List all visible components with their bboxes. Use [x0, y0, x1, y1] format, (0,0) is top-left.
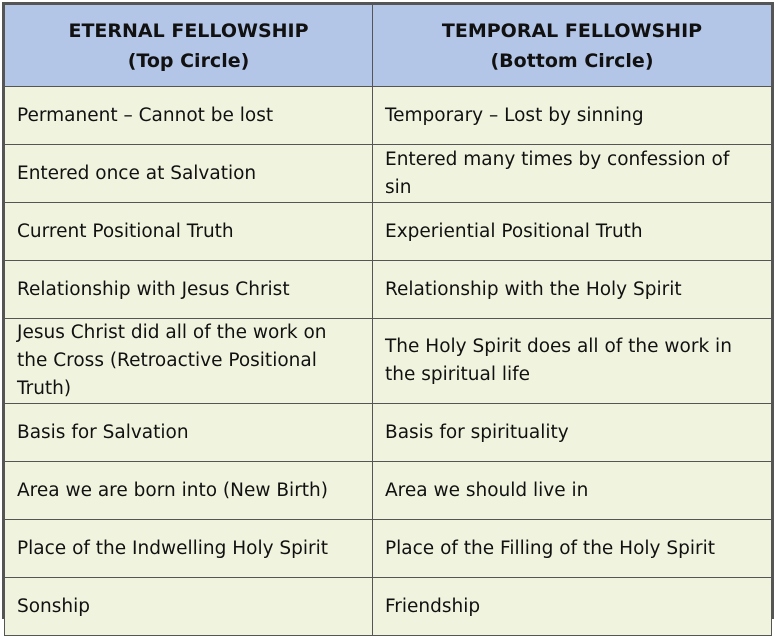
temporal-cell: Experiential Positional Truth [372, 202, 772, 261]
header-temporal-fellowship: TEMPORAL FELLOWSHIP (Bottom Circle) [372, 4, 772, 87]
eternal-cell: Sonship [4, 577, 373, 636]
header-eternal-fellowship: ETERNAL FELLOWSHIP (Top Circle) [4, 4, 373, 87]
eternal-cell: Current Positional Truth [4, 202, 373, 261]
table-row: Jesus Christ did all of the work on the … [4, 318, 772, 404]
table-row: Permanent – Cannot be lost Temporary – L… [4, 86, 772, 145]
header-row: ETERNAL FELLOWSHIP (Top Circle) TEMPORAL… [4, 4, 772, 87]
eternal-cell: Entered once at Salvation [4, 144, 373, 203]
temporal-cell: Relationship with the Holy Spirit [372, 260, 772, 319]
comparison-table: ETERNAL FELLOWSHIP (Top Circle) TEMPORAL… [4, 4, 772, 636]
table-row: Relationship with Jesus Christ Relations… [4, 260, 772, 319]
eternal-cell: Basis for Salvation [4, 403, 373, 462]
table-row: Entered once at Salvation Entered many t… [4, 144, 772, 203]
eternal-cell: Permanent – Cannot be lost [4, 86, 373, 145]
table-row: Current Positional Truth Experiential Po… [4, 202, 772, 261]
temporal-cell: Friendship [372, 577, 772, 636]
header-temporal-title: TEMPORAL FELLOWSHIP [441, 19, 703, 42]
temporal-cell: Place of the Filling of the Holy Spirit [372, 519, 772, 578]
eternal-cell: Jesus Christ did all of the work on the … [4, 318, 373, 404]
eternal-cell: Place of the Indwelling Holy Spirit [4, 519, 373, 578]
header-temporal-subtitle: (Bottom Circle) [490, 49, 654, 72]
header-eternal-subtitle: (Top Circle) [127, 49, 250, 72]
temporal-cell: Temporary – Lost by sinning [372, 86, 772, 145]
table-row: Sonship Friendship [4, 577, 772, 636]
table-row: Area we are born into (New Birth) Area w… [4, 461, 772, 520]
temporal-cell: Entered many times by confession of sin [372, 144, 772, 203]
table-row: Basis for Salvation Basis for spirituali… [4, 403, 772, 462]
temporal-cell: Basis for spirituality [372, 403, 772, 462]
eternal-cell: Area we are born into (New Birth) [4, 461, 373, 520]
temporal-cell: The Holy Spirit does all of the work in … [372, 318, 772, 404]
temporal-cell: Area we should live in [372, 461, 772, 520]
table-row: Place of the Indwelling Holy Spirit Plac… [4, 519, 772, 578]
header-eternal-title: ETERNAL FELLOWSHIP [68, 19, 309, 42]
eternal-cell: Relationship with Jesus Christ [4, 260, 373, 319]
